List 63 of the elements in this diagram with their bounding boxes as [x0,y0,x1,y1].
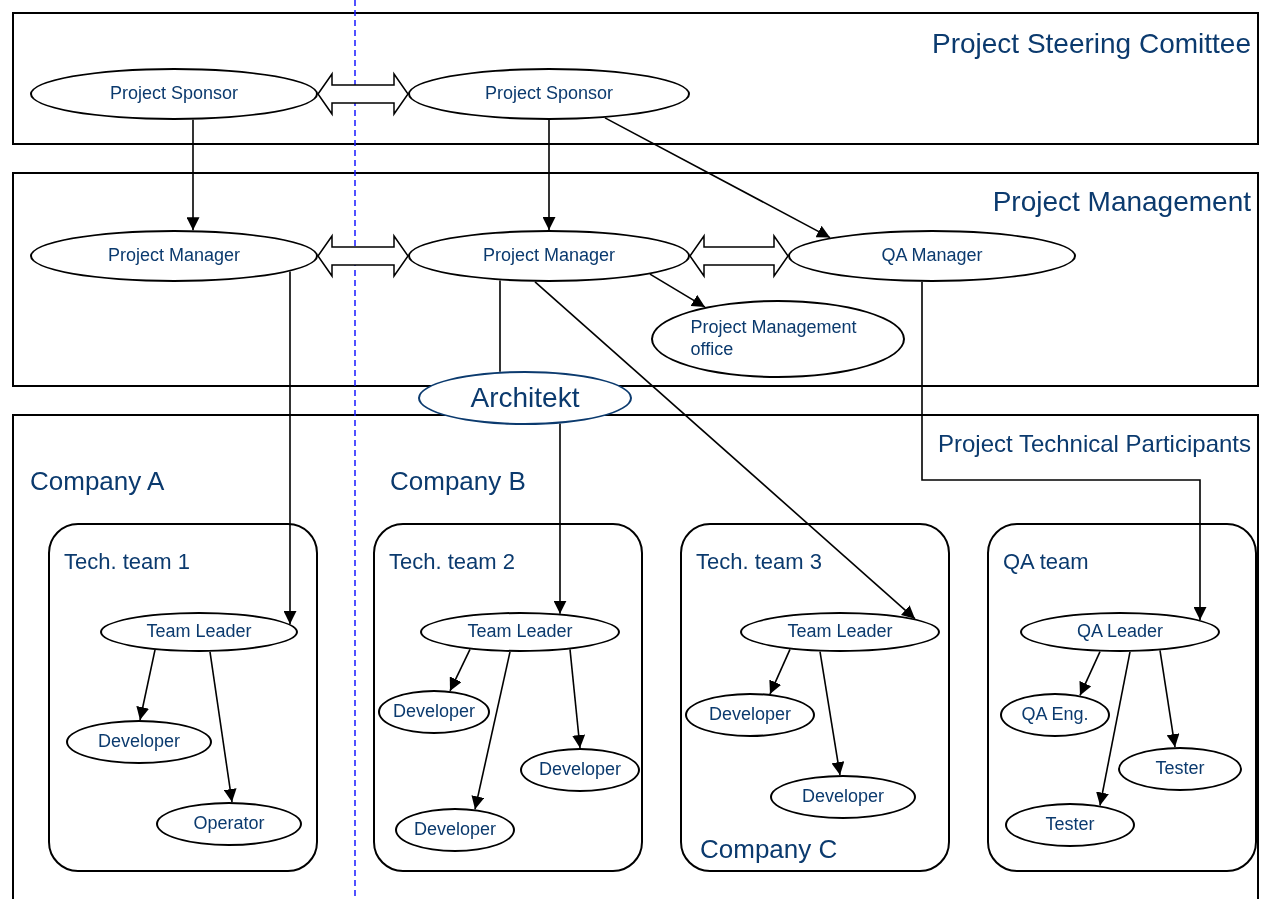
lane-title: Project Management [992,186,1251,218]
arrow [283,270,297,625]
company-label: Company B [390,466,526,497]
role-label: Developer [97,731,180,753]
team-container [987,523,1257,872]
role-ellipse [520,748,640,792]
arrow [1096,651,1131,807]
role-label: Developer [538,759,621,781]
role-label: Team Leader [146,621,252,643]
arrow [769,648,791,695]
arrow [553,422,567,615]
team-heading: Tech. team 1 [64,549,190,575]
connector-line [499,279,501,373]
company-label: Company A [30,466,165,497]
company-label: Company C [700,834,838,865]
arrow [649,273,706,308]
role-label: Project Manager [107,245,241,267]
double-block-arrow [689,233,789,279]
role-label: Project Sponsor [109,83,239,105]
arrow [449,648,471,692]
role-label: Developer [413,819,496,841]
arrow [819,650,845,776]
double-block-arrow [317,71,409,117]
lane-title: Project Steering Comittee [931,28,1251,60]
role-label: Team Leader [467,621,573,643]
arrow [136,649,156,721]
role-ellipse [378,690,490,734]
role-label: QA Eng. [1021,704,1089,726]
arrow [186,119,200,231]
role-label: Team Leader [787,621,893,643]
role-label: Project Manager [482,245,616,267]
arrow [471,651,511,811]
role-label: Architekt [470,381,580,415]
role-label: Project Management office [690,317,858,361]
role-ellipse [1000,693,1110,737]
arrow [534,281,916,620]
role-label: Tester [1155,758,1205,780]
lane-title: Project Technical Participants [937,430,1251,458]
role-label: Developer [708,704,791,726]
arrow [1159,649,1180,748]
double-block-arrow [317,233,409,279]
role-label: Tester [1045,814,1095,836]
role-ellipse [685,693,815,737]
arrow [1079,650,1101,697]
team-container [373,523,643,872]
swimlane-band [12,12,1259,145]
team-container [48,523,318,872]
role-label: Developer [801,786,884,808]
team-heading: Tech. team 3 [696,549,822,575]
arrow [542,119,556,231]
role-label: QA Leader [1076,621,1164,643]
role-label: QA Manager [881,245,983,267]
role-label: Operator [193,813,265,835]
arrow [921,281,1207,621]
arrow [209,651,237,803]
arrow [569,648,586,749]
team-heading: Tech. team 2 [389,549,515,575]
arrow [604,117,831,239]
swimlane-band [12,414,1259,899]
role-label: Developer [392,701,475,723]
team-container [680,523,950,872]
role-label: Project Sponsor [484,83,614,105]
team-heading: QA team [1003,549,1089,575]
